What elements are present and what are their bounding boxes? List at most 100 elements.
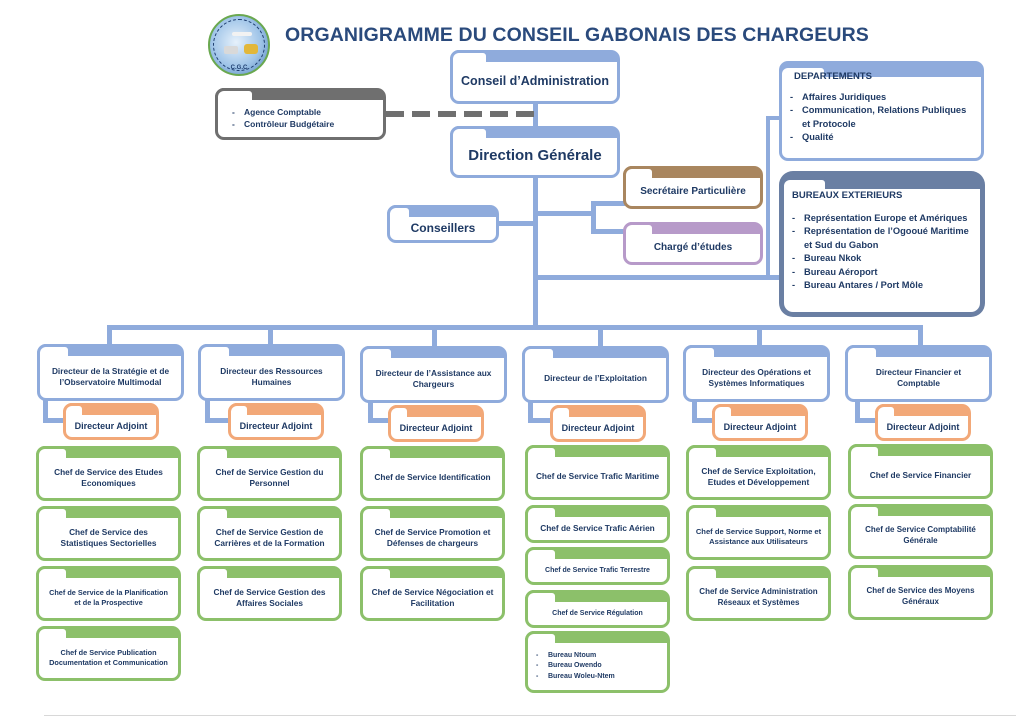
control-box[interactable]: Agence Comptable Contrôleur Budgétaire [215,88,386,140]
service-box[interactable]: Chef de Service des Moyens Généraux [848,565,993,620]
service-label: Chef de Service Identification [374,472,491,483]
connector-assistants-vertical [591,201,596,233]
deputy-director-box[interactable]: Directeur Adjoint [550,405,646,442]
service-box[interactable]: Chef de Service Gestion du Personnel [197,446,342,501]
department-item: Affaires Juridiques [790,91,975,105]
deputy-director-label: Directeur Adjoint [886,421,960,432]
external-offices-header: BUREAUX EXTERIEURS [792,190,903,201]
service-box[interactable]: Chef de Service Publication Documentatio… [36,626,181,681]
chart-title: ORGANIGRAMME DU CONSEIL GABONAIS DES CHA… [285,24,869,46]
connector-deputy-1h [43,418,65,423]
service-label: Chef de Service Promotion et Défenses de… [374,526,491,548]
service-box[interactable]: Chef de Service Gestion de Carrières et … [197,506,342,561]
connector-advisors [497,221,535,226]
deputy-director-box[interactable]: Directeur Adjoint [712,404,808,441]
service-label: Chef de Service Trafic Maritime [535,471,660,482]
connector-right-vertical [766,116,770,280]
service-box[interactable]: Chef de Service des Etudes Economiques [36,446,181,501]
service-label: Chef de Service Gestion des Affaires Soc… [213,586,326,608]
connector-deputy-4h [528,418,552,423]
service-box[interactable]: Chef de Service Promotion et Défenses de… [360,506,505,561]
directorate-box[interactable]: Directeur de l’Assistance aux Chargeurs [360,346,507,403]
connector-right-branch [536,275,780,280]
directorate-box[interactable]: Directeur des Opérations et Systèmes Inf… [683,345,830,402]
connector-deputy-1 [43,398,48,422]
connector-studies [591,229,625,234]
studies-officer-label: Chargé d’études [653,242,733,254]
service-box[interactable]: Chef de Service Trafic Aérien [525,505,670,543]
general-direction-label: Direction Générale [468,147,602,165]
service-label: Chef de Service Comptabilité Générale [865,525,976,545]
connector-secretary [591,201,625,206]
footer-divider [44,715,1016,716]
office-item: Bureau Owendo [536,661,615,672]
department-item: Communication, Relations Publiques et Pr… [790,104,975,131]
office-item: Bureau Woleu-Ntem [536,672,615,683]
service-box[interactable]: Chef de Service Comptabilité Générale [848,504,993,559]
directorate-box[interactable]: Directeur de la Stratégie et de l’Observ… [37,344,184,401]
studies-officer-box[interactable]: Chargé d’études [623,222,763,265]
service-label: Chef de Service des Moyens Généraux [866,586,975,606]
department-item: Qualité [790,131,975,145]
office-item: Bureau Ntoum [536,651,615,662]
board-of-directors-box[interactable]: Conseil d’Administration [450,50,620,104]
plane-icon [232,32,252,36]
offices-box[interactable]: Bureau Ntoum Bureau Owendo Bureau Woleu-… [525,631,670,693]
advisors-box[interactable]: Conseillers [387,205,499,243]
service-box[interactable]: Chef de Service Gestion des Affaires Soc… [197,566,342,621]
board-of-directors-label: Conseil d’Administration [461,74,609,89]
service-label: Chef de Service des Etudes Economiques [54,466,163,488]
directorate-label: Directeur des Opérations et Systèmes Inf… [702,366,811,388]
service-label: Chef de Service Trafic Terrestre [545,566,650,574]
deputy-director-box[interactable]: Directeur Adjoint [875,404,971,441]
service-box[interactable]: Chef de Service Financier [848,444,993,499]
service-box[interactable]: Chef de Service des Statistiques Sectori… [36,506,181,561]
service-label: Chef de Service Exploitation, Etudes et … [701,465,816,487]
service-box[interactable]: Chef de Service Support, Norme et Assist… [686,505,831,560]
service-box[interactable]: Chef de Service Identification [360,446,505,501]
connector-deputy-3 [368,398,373,422]
service-box[interactable]: Chef de Service Trafic Maritime [525,445,670,500]
service-label: Chef de Service Publication Documentatio… [49,648,168,667]
control-item: Contrôleur Budgétaire [232,119,334,131]
service-label: Chef de Service Financier [869,470,972,481]
directorate-box[interactable]: Directeur de l’Exploitation [522,346,669,403]
deputy-director-box[interactable]: Directeur Adjoint [388,405,484,442]
external-office-item: Représentation Europe et Amériques [792,212,976,226]
service-box[interactable]: Chef de Service de la Planification et d… [36,566,181,621]
private-secretary-label: Secrétaire Particulière [640,186,746,198]
service-label: Chef de Service Gestion de Carrières et … [214,526,325,548]
deputy-director-box[interactable]: Directeur Adjoint [228,403,324,440]
connector-deputy-3h [368,418,390,423]
service-box[interactable]: Chef de Service Administration Réseaux e… [686,566,831,621]
general-direction-box[interactable]: Direction Générale [450,126,620,178]
service-label: Chef de Service Négociation et Facilitat… [371,586,494,608]
directorate-box[interactable]: Directeur Financier et Comptable [845,345,992,402]
service-label: Chef de Service de la Planification et d… [49,588,168,607]
deputy-director-label: Directeur Adjoint [399,422,473,433]
service-label: Chef de Service Administration Réseaux e… [699,587,818,607]
departments-box[interactable]: DEPARTEMENTS Affaires Juridiques Communi… [779,61,984,161]
connector-departments [766,116,780,120]
connector-main-horizontal [107,325,922,330]
cgc-logo: C.G.C [208,14,270,76]
deputy-director-box[interactable]: Directeur Adjoint [63,403,159,440]
service-box[interactable]: Chef de Service Négociation et Facilitat… [360,566,505,621]
external-office-item: Bureau Antares / Port Môle [792,279,976,293]
service-box[interactable]: Chef de Service Régulation [525,590,670,628]
external-offices-box[interactable]: BUREAUX EXTERIEURS Représentation Europe… [779,171,985,317]
service-box[interactable]: Chef de Service Trafic Terrestre [525,547,670,585]
directorate-box[interactable]: Directeur des Ressources Humaines [198,344,345,401]
service-label: Chef de Service des Statistiques Sectori… [60,526,157,548]
train-icon [244,44,258,54]
private-secretary-box[interactable]: Secrétaire Particulière [623,166,763,209]
service-box[interactable]: Chef de Service Exploitation, Etudes et … [686,445,831,500]
external-office-item: Bureau Aéroport [792,266,976,280]
connector-deputy-6 [855,398,860,422]
connector-board-dg [533,102,538,130]
connector-dir-3 [432,325,437,347]
connector-assistants [536,211,596,216]
connector-deputy-4 [528,398,533,422]
connector-dir-4 [598,325,603,347]
service-label: Chef de Service Gestion du Personnel [215,466,324,488]
